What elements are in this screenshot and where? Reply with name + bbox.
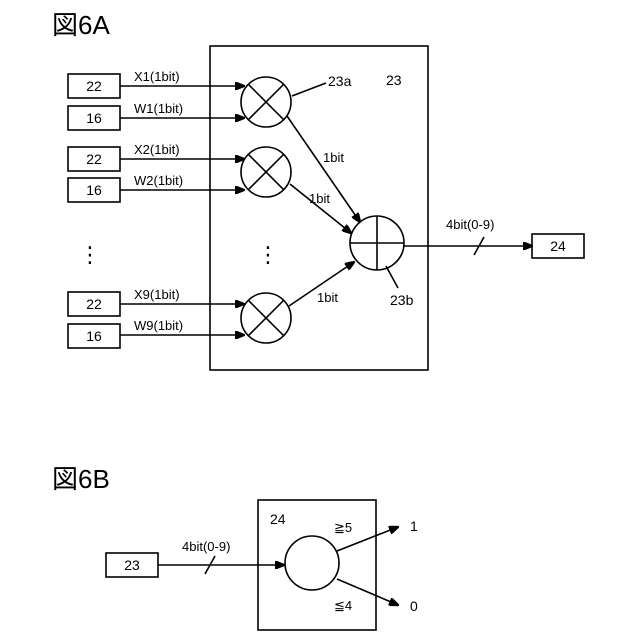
input-box-23-label: 23	[124, 557, 140, 573]
w1-signal-label: W1(1bit)	[134, 101, 183, 116]
ref-23a-leader	[292, 83, 326, 96]
w9-signal-label: W9(1bit)	[134, 318, 183, 333]
x-input-box-row2-label: 22	[86, 151, 102, 167]
ref-23b-leader	[386, 266, 398, 288]
output-low-label: 0	[410, 598, 418, 614]
input-ellipsis: ⋮	[79, 242, 101, 267]
unit-23-label: 23	[386, 72, 402, 88]
w-input-box-row2-label: 16	[86, 182, 102, 198]
output-signal-label: 4bit(0-9)	[446, 217, 494, 232]
multiplier-row1	[241, 77, 291, 127]
w-input-box-row9-label: 16	[86, 328, 102, 344]
condition-high-label: ≧5	[334, 520, 352, 535]
output-box-24-label: 24	[550, 238, 566, 254]
input-signal-label: 4bit(0-9)	[182, 539, 230, 554]
adder-23b	[350, 216, 404, 270]
x9-signal-label: X9(1bit)	[134, 287, 180, 302]
product-label-9: 1bit	[317, 290, 338, 305]
unit-24-label: 24	[270, 511, 286, 527]
product-label-2: 1bit	[309, 191, 330, 206]
x2-signal-label: X2(1bit)	[134, 142, 180, 157]
product-arrow-1	[287, 116, 360, 222]
figure-6b-title: 図6B	[52, 464, 110, 494]
comparator-circle	[285, 536, 339, 590]
adder-ref-label: 23b	[390, 292, 414, 308]
condition-low-label: ≦4	[334, 598, 352, 613]
multiplier-ellipsis: ⋮	[257, 242, 279, 267]
output-high-label: 1	[410, 518, 418, 534]
x1-signal-label: X1(1bit)	[134, 69, 180, 84]
multiplier-row2	[241, 147, 291, 197]
product-label-1: 1bit	[323, 150, 344, 165]
figure-6a-title: 図6A	[52, 10, 110, 40]
x-input-box-row9-label: 22	[86, 296, 102, 312]
multiplier-row9	[241, 293, 291, 343]
x-input-box-row1-label: 22	[86, 78, 102, 94]
w-input-box-row1-label: 16	[86, 110, 102, 126]
w2-signal-label: W2(1bit)	[134, 173, 183, 188]
multiplier-ref-label: 23a	[328, 73, 352, 89]
